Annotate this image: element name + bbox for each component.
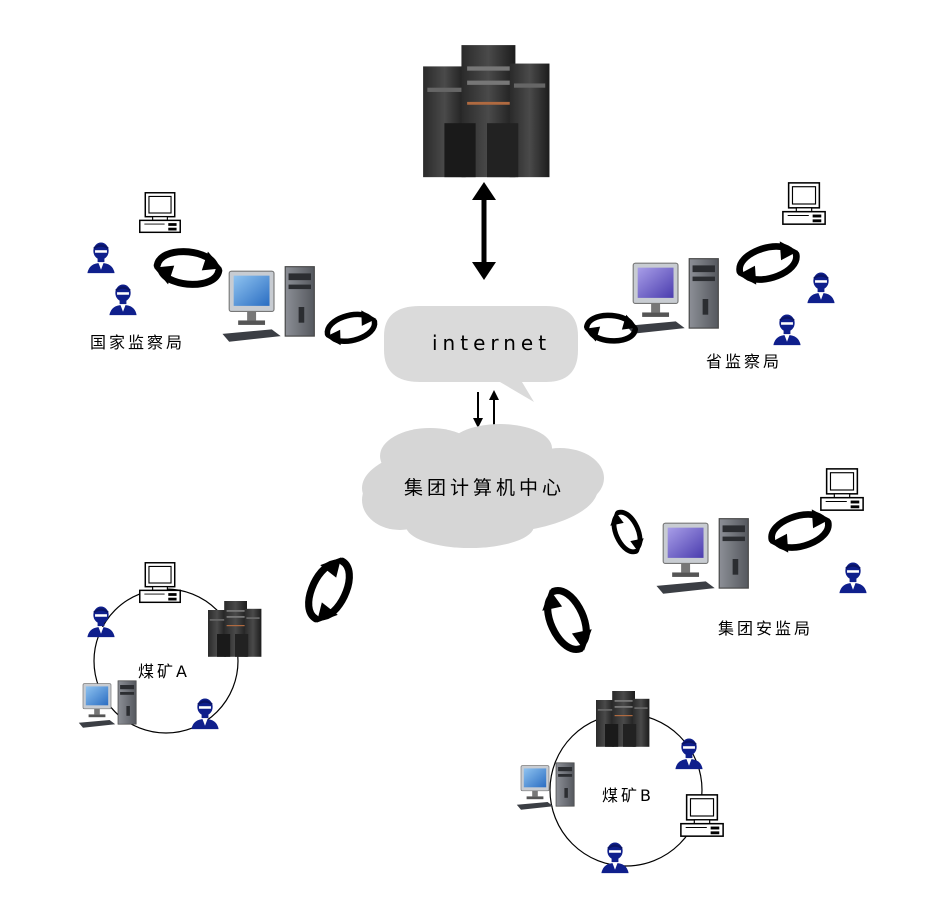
desktop-computer-icon <box>655 518 749 595</box>
group-safety-bureau-node <box>606 468 867 595</box>
sync-arrows-icon <box>583 309 640 347</box>
sync-arrows-icon <box>322 308 379 348</box>
server-internet-arrow <box>472 182 496 280</box>
desktop-computer-icon <box>78 680 137 729</box>
mine-a-node <box>78 562 262 734</box>
terminal-computer-icon <box>680 794 724 837</box>
sync-arrows-icon <box>536 581 597 659</box>
mine-a-label: 煤矿A <box>138 662 190 681</box>
terminal-computer-icon <box>139 192 181 234</box>
group-safety-bureau-label: 集团安监局 <box>718 619 813 638</box>
provincial-bureau-node <box>583 182 835 347</box>
national-bureau-node <box>87 192 379 348</box>
mine-b-label: 煤矿B <box>602 786 654 805</box>
user-icon <box>601 842 629 874</box>
internet-center-arrows <box>473 390 499 428</box>
desktop-computer-icon <box>221 266 315 343</box>
sync-arrows-icon <box>294 550 363 630</box>
group-center-cloud <box>362 424 604 548</box>
desktop-computer-icon <box>516 762 575 811</box>
internet-label: internet <box>432 331 551 355</box>
terminal-computer-icon <box>139 562 181 604</box>
user-icon <box>87 242 115 274</box>
internet-bubble <box>384 306 578 402</box>
sync-arrows-icon <box>606 506 647 559</box>
central-server-cluster <box>423 45 550 178</box>
sync-arrows-icon <box>152 243 225 293</box>
user-icon <box>807 272 835 304</box>
server-rack-icon <box>596 691 650 747</box>
sync-arrows-icon <box>765 506 835 556</box>
national-bureau-label: 国家监察局 <box>90 333 185 352</box>
mine-b-node <box>516 691 724 874</box>
user-icon <box>773 314 801 346</box>
desktop-computer-icon <box>625 258 719 335</box>
user-icon <box>109 284 137 316</box>
terminal-computer-icon <box>820 468 864 511</box>
provincial-bureau-label: 省监察局 <box>706 352 782 371</box>
user-icon <box>839 562 867 594</box>
sync-arrows-icon <box>733 238 803 288</box>
group-center-label: 集团计算机中心 <box>404 477 565 499</box>
server-rack-icon <box>423 45 550 178</box>
user-icon <box>87 606 115 638</box>
user-icon <box>675 738 703 770</box>
terminal-computer-icon <box>782 182 826 225</box>
